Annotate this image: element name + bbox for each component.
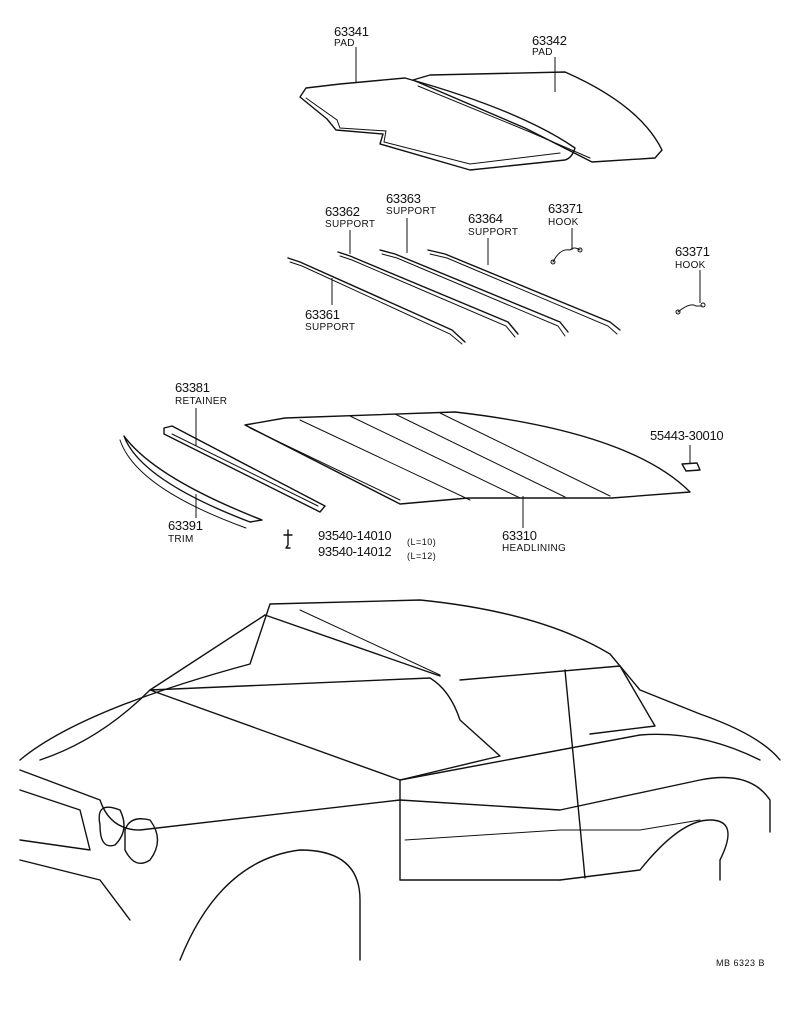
- part-name: HEADLINING: [502, 543, 566, 554]
- hook-63371-a: [550, 247, 583, 265]
- pad-63341: [299, 77, 576, 171]
- label-63371-b: 63371 HOOK: [675, 244, 710, 271]
- part-name: SUPPORT: [325, 219, 375, 230]
- part-number: 63341: [334, 24, 369, 39]
- label-63381: 63381 RETAINER: [175, 380, 227, 407]
- label-93540: 93540-14010 (L=10) 93540-14012 (L=12): [318, 528, 436, 561]
- support-63362: [337, 251, 519, 338]
- label-63341: 63341 PAD: [334, 24, 369, 49]
- label-63363: 63363 SUPPORT: [386, 191, 436, 217]
- clip-55443-30010: [681, 462, 701, 472]
- part-number: 63381: [175, 380, 210, 395]
- support-63361: [287, 257, 466, 345]
- support-63364: [427, 249, 621, 335]
- hook-63371-b: [675, 302, 706, 315]
- label-63364: 63364 SUPPORT: [468, 211, 518, 238]
- part-number: 63371: [675, 244, 710, 259]
- screw-number: 93540-14010: [318, 528, 391, 543]
- support-63363: [379, 249, 569, 337]
- pad-63342: [412, 71, 663, 163]
- part-number: 63362: [325, 204, 360, 219]
- part-number: 55443-30010: [650, 428, 723, 443]
- screw-93540: [283, 529, 293, 549]
- part-name: HOOK: [548, 217, 579, 228]
- part-name: RETAINER: [175, 396, 227, 407]
- label-63362: 63362 SUPPORT: [325, 204, 375, 230]
- part-name: PAD: [532, 47, 553, 58]
- part-name: TRIM: [168, 534, 194, 545]
- label-63361: 63361 SUPPORT: [305, 307, 355, 333]
- screw-number: 93540-14012: [318, 544, 391, 559]
- headlining-63310: [244, 411, 691, 505]
- part-name: HOOK: [675, 260, 706, 271]
- part-number: 63361: [305, 307, 340, 322]
- part-number: 63371: [548, 201, 583, 216]
- label-63391: 63391 TRIM: [168, 518, 203, 545]
- part-number: 63342: [532, 33, 567, 48]
- part-name: SUPPORT: [386, 206, 436, 217]
- label-63371-a: 63371 HOOK: [548, 201, 583, 228]
- trim-63391: [119, 435, 263, 529]
- label-55443-30010: 55443-30010: [650, 428, 724, 443]
- part-name: SUPPORT: [468, 227, 518, 238]
- screw-spec: (L=10): [407, 537, 436, 547]
- part-name: SUPPORT: [305, 322, 355, 333]
- car-outline: [19, 599, 781, 961]
- label-63342: 63342 PAD: [532, 33, 567, 58]
- screw-spec: (L=12): [407, 551, 436, 561]
- retainer-63381: [163, 425, 326, 513]
- part-number: 63364: [468, 211, 503, 226]
- part-number: 63310: [502, 528, 537, 543]
- part-number: 63391: [168, 518, 203, 533]
- leader-lines: [195, 47, 701, 528]
- drawing-reference: MB 6323 B: [716, 958, 765, 968]
- part-number: 63363: [386, 191, 421, 206]
- label-63310: 63310 HEADLINING: [502, 528, 566, 554]
- part-name: PAD: [334, 38, 355, 49]
